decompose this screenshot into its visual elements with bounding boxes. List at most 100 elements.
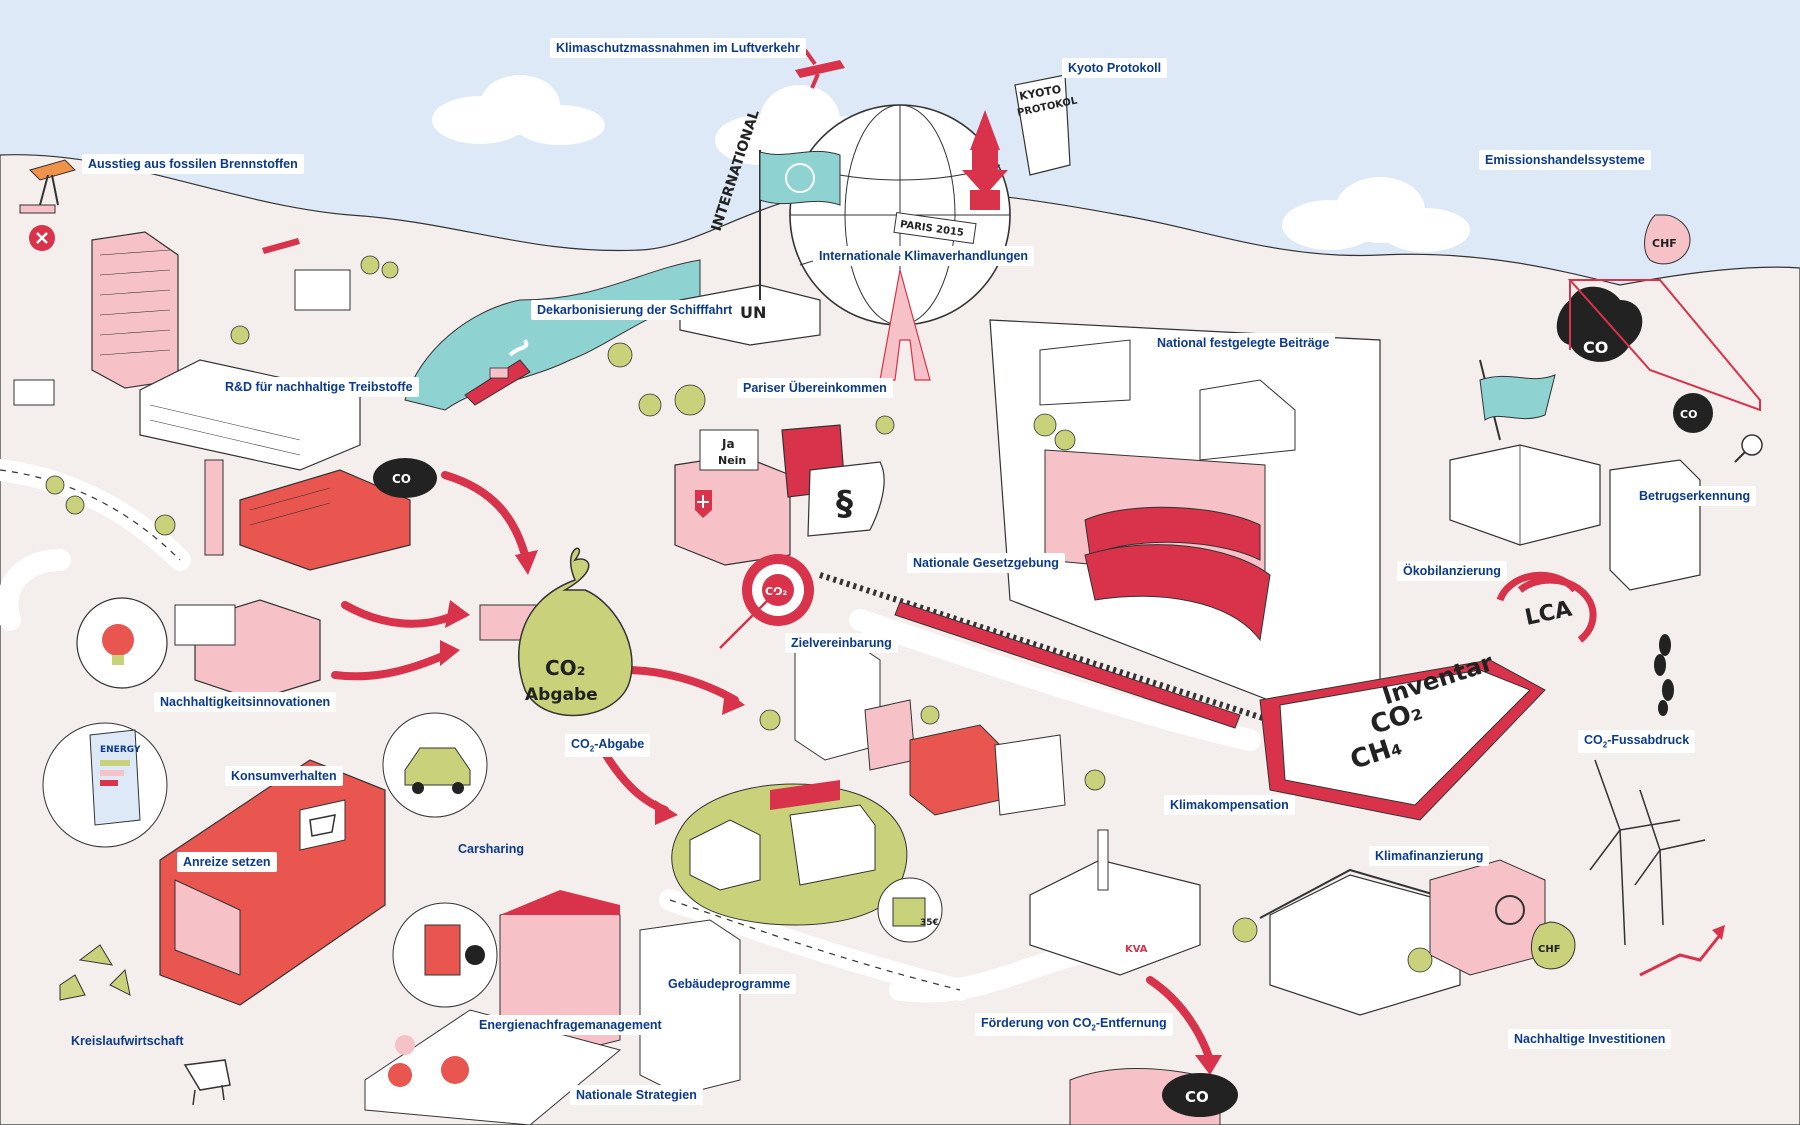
road-lines — [0, 469, 961, 991]
co2-storage: CO — [1069, 1068, 1238, 1125]
flow-arrows — [331, 471, 1214, 1064]
energy-label: ENERGY — [100, 745, 141, 755]
pagoda-icon — [962, 110, 1008, 210]
paragraph-sign: § — [836, 484, 853, 524]
ballot-box-icon: Ja Nein — [674, 429, 791, 566]
shipping-channel — [404, 259, 701, 411]
waste-plant: KVA — [1029, 829, 1201, 976]
label-energy-demand[interactable]: Energienachfragemanagement — [473, 1015, 668, 1036]
label-incentives[interactable]: Anreize setzen — [177, 852, 277, 873]
oil-pump-icon — [19, 159, 76, 251]
strategies-plaza — [364, 1009, 622, 1125]
car-icon — [382, 712, 488, 818]
bag-text-co2: CO₂ — [545, 656, 585, 680]
label-consumption[interactable]: Konsumverhalten — [225, 766, 343, 787]
label-co2-footprint[interactable]: CO2-Fussabdruck — [1578, 730, 1696, 753]
office-block-right — [1449, 444, 1701, 591]
trees — [45, 255, 1433, 973]
innovation-plant — [174, 599, 321, 701]
housing-cluster — [671, 780, 908, 926]
chf-text: CHF — [1538, 944, 1561, 955]
dog-icon — [183, 1059, 231, 1106]
chf-text: CHF — [1652, 237, 1677, 250]
removal-suffix: -Entfernung — [1095, 1016, 1167, 1030]
energy-label-callout: ENERGY — [42, 722, 168, 848]
label-sustainability-innovation[interactable]: Nachhaltigkeitsinnovationen — [154, 692, 337, 713]
footprint-icon — [1654, 634, 1674, 716]
city-blocks — [794, 639, 1066, 816]
target-co2: CO₂ — [765, 585, 787, 598]
footprint-suffix: -Fussabdruck — [1607, 733, 1690, 747]
target-icon: CO₂ — [719, 554, 814, 649]
factory — [204, 459, 411, 571]
growth-arrow-icon — [1639, 925, 1725, 977]
label-circular-economy[interactable]: Kreislaufwirtschaft — [71, 1034, 184, 1048]
un-text: UN — [740, 303, 766, 322]
co2-text: CO — [1680, 408, 1697, 421]
eu-flag-icon — [1479, 359, 1556, 441]
removal-prefix: Förderung von CO — [981, 1016, 1092, 1030]
kyoto-document: KYOTO PROTOKOL — [1014, 74, 1079, 176]
train-icon — [819, 572, 1301, 733]
lca-cycle-icon: LCA — [1496, 571, 1597, 643]
label-carsharing[interactable]: Carsharing — [458, 842, 524, 856]
label-target-agreement[interactable]: Zielvereinbarung — [785, 633, 898, 654]
label-intl-aviation[interactable]: Klimaschutzmassnahmen im Luftverkehr — [550, 38, 806, 59]
ship-icon — [464, 339, 531, 406]
energy-callout — [392, 902, 498, 1008]
label-fraud-detection[interactable]: Betrugserkennung — [1633, 486, 1757, 507]
co2-levy-prefix: CO — [571, 737, 590, 751]
lightbulb-icon — [76, 597, 168, 689]
footprint-prefix: CO — [1584, 733, 1603, 747]
globe-icon: PARIS 2015 — [789, 104, 1011, 326]
label-intl-negotiations[interactable]: Internationale Klimaverhandlungen — [813, 246, 1035, 267]
label-building-programs[interactable]: Gebäudeprogramme — [662, 974, 797, 995]
airplane-icon — [262, 48, 845, 254]
footprint-sub: 2 — [1602, 740, 1608, 750]
price-tag: 35€ — [920, 918, 939, 928]
arrow-heads — [440, 550, 1222, 1075]
parliament-icon — [989, 319, 1381, 721]
label-co2-levy[interactable]: CO2-Abgabe — [565, 734, 651, 757]
clouds — [432, 75, 1470, 252]
kva-text: KVA — [1125, 944, 1148, 955]
money-bag-icon: CHF — [1531, 921, 1576, 970]
label-fossil-exit[interactable]: Ausstieg aus fossilen Brennstoffen — [82, 154, 304, 175]
shopping-cart-icon — [309, 814, 336, 837]
label-national-legislation[interactable]: Nationale Gesetzgebung — [907, 553, 1065, 574]
label-lca[interactable]: Ökobilanzierung — [1397, 561, 1507, 582]
label-kyoto-protocol[interactable]: Kyoto Protokoll — [1062, 58, 1168, 79]
removal-sub: 2 — [1091, 1023, 1096, 1033]
clipboard-icon: Inventar CO₂ CH₄ — [1259, 648, 1546, 821]
safe-icon — [1429, 859, 1546, 976]
office-tower — [91, 231, 179, 389]
ballot-yes: Ja — [721, 437, 735, 451]
label-sustainable-fuels[interactable]: R&D für nachhaltige Treibstoffe — [219, 377, 419, 398]
bag-text-abgabe: Abgabe — [525, 685, 598, 705]
label-offsetting[interactable]: Klimakompensation — [1164, 795, 1295, 816]
label-emissions-trading[interactable]: Emissionshandelssysteme — [1479, 150, 1651, 171]
law-book-icon: § — [781, 424, 885, 537]
label-sustainable-investments[interactable]: Nachhaltige Investitionen — [1508, 1029, 1672, 1050]
ballot-no: Nein — [718, 454, 746, 467]
recycle-icon — [59, 944, 131, 1001]
label-national-strategies[interactable]: Nationale Strategien — [570, 1085, 703, 1106]
co2-levy-sub: 2 — [589, 744, 595, 754]
co2-text: CO — [392, 472, 411, 486]
label-shipping[interactable]: Dekarbonisierung der Schifffahrt — [531, 300, 739, 321]
shopping-building — [159, 759, 386, 1006]
money-bag-icon: CO₂ Abgabe — [479, 547, 633, 717]
label-ndc[interactable]: National festgelegte Beiträge — [1151, 333, 1336, 354]
shopping-bag-callout: 35€ — [877, 877, 943, 943]
magnifier-icon — [1734, 434, 1763, 463]
co2-levy-suffix: -Abgabe — [594, 737, 645, 751]
co2-text: CO — [1185, 1088, 1209, 1106]
wind-turbine-icon — [1589, 759, 1706, 946]
label-climate-finance[interactable]: Klimafinanzierung — [1369, 846, 1490, 867]
co2-cloud-icon: CO CO — [1556, 286, 1713, 433]
label-co2-removal[interactable]: Förderung von CO2-Entfernung — [975, 1013, 1173, 1036]
trading-frame — [1567, 279, 1761, 412]
co2-text: CO — [1583, 338, 1608, 357]
label-paris-agreement[interactable]: Pariser Übereinkommen — [737, 378, 893, 399]
